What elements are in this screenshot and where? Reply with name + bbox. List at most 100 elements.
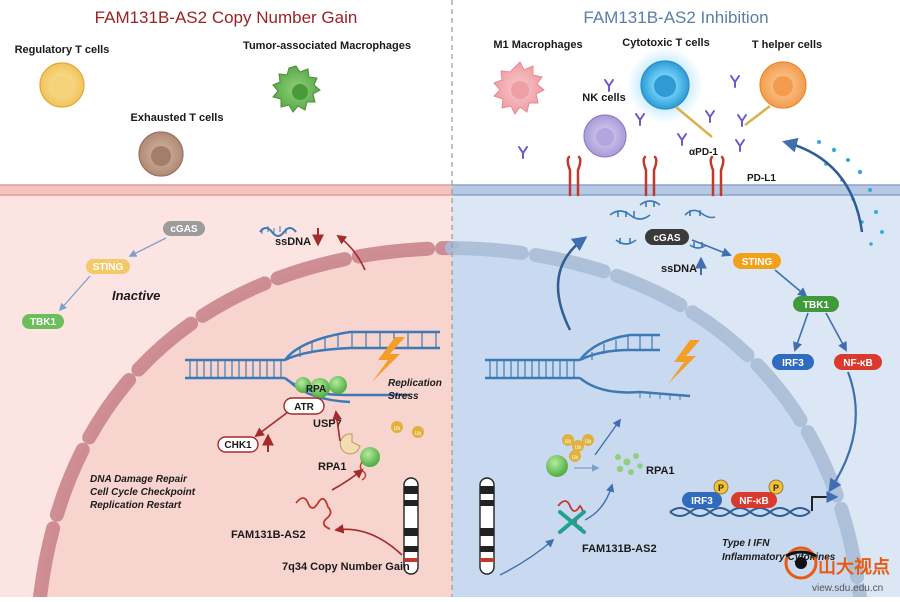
th-pd1-link <box>744 105 771 126</box>
inactive-label: Inactive <box>112 288 160 303</box>
copy-number-gain-label: 7q34 Copy Number Gain <box>282 561 410 573</box>
svg-text:Ub: Ub <box>415 431 422 437</box>
left-ssdna-release-arrow <box>336 234 366 271</box>
inflammatory-cytokines-label: Inflammatory Cytokines <box>722 552 836 563</box>
right-lightning-icon <box>668 340 700 384</box>
regulatory-t-cell-icon <box>39 62 85 108</box>
right-cell-membrane <box>452 184 900 196</box>
right-nfkb-pill: NF-κB <box>834 354 882 370</box>
nuclear-translocation-arrow <box>828 371 857 493</box>
left-replication-fork <box>185 330 440 404</box>
outcome-2: Cell Cycle Checkpoint <box>90 487 196 498</box>
right-irf3-pill: IRF3 <box>772 354 814 370</box>
outcome-3: Replication Restart <box>90 500 182 511</box>
phospho-icon-1: P <box>713 479 729 495</box>
pdl1-label: PD-L1 <box>747 173 776 184</box>
left-sting-pill: STING <box>86 259 130 274</box>
right-nucleus <box>445 241 867 602</box>
chromosome-lnc-right-arrow <box>499 538 555 576</box>
right-cgas-pill: cGAS <box>645 229 689 245</box>
left-lnc-label: FAM131B-AS2 <box>231 529 306 541</box>
t-helper-cell-icon <box>759 61 807 109</box>
usp7-rpa-arrow <box>332 410 342 442</box>
tbk1-irf3-arrow <box>793 312 809 352</box>
right-panel-title: FAM131B-AS2 Inhibition <box>583 8 768 27</box>
right-tbk1-pill: TBK1 <box>793 296 839 312</box>
transcription-start-arrow <box>811 491 839 511</box>
right-replication-fork <box>485 333 691 400</box>
svg-text:CHK1: CHK1 <box>224 440 252 451</box>
pdl1-receptors <box>566 155 725 197</box>
usp7-label: USP7 <box>313 418 342 430</box>
svg-text:Ub: Ub <box>585 439 592 445</box>
right-ssdna-cluster <box>609 200 716 249</box>
left-atr-pill: ATR <box>283 397 325 415</box>
right-irf3-bound-pill: IRF3 <box>682 492 722 508</box>
t-helper-cells-label: T helper cells <box>752 39 822 51</box>
m1-macrophage-label: M1 Macrophages <box>493 39 582 51</box>
lightning-icon <box>372 337 405 382</box>
fork-ssdna-arrow <box>556 236 588 331</box>
nk-cells-label: NK cells <box>582 92 625 104</box>
ubiquitin-icons-left: Ub Ub <box>391 421 424 438</box>
tbk1-nfkb-arrow <box>825 312 847 352</box>
right-ssdna-label: ssDNA <box>661 263 697 275</box>
left-rpa1-icon <box>359 447 380 481</box>
svg-text:STING: STING <box>742 257 773 268</box>
watermark-brand: 山大视点 <box>818 556 890 577</box>
atr-chk1-arrow <box>254 411 289 438</box>
left-tbk1-pill: TBK1 <box>22 314 64 329</box>
left-rpa-complex <box>295 376 347 398</box>
right-rpa1-icon <box>546 455 568 477</box>
cytokine-release-arrow <box>782 137 864 233</box>
left-rpa-label: RPA <box>306 384 326 395</box>
outcome-1: DNA Damage Repair <box>90 474 188 485</box>
rpa1-fragments <box>615 453 643 475</box>
chk1-pill: CHK1 <box>217 436 259 453</box>
left-sting-tbk1-arrow <box>58 275 91 312</box>
left-rpa1-label: RPA1 <box>318 461 347 473</box>
tam-label: Tumor-associated Macrophages <box>243 40 411 52</box>
svg-text:TBK1: TBK1 <box>30 317 57 328</box>
lnc-rpa1-right-arrow <box>584 483 615 521</box>
left-cgas-pill: cGAS <box>163 221 205 236</box>
watermark-logo <box>784 546 818 580</box>
svg-text:Ub: Ub <box>572 455 579 461</box>
right-chromosome-icon <box>479 477 495 575</box>
right-sting-pill: STING <box>733 253 781 269</box>
cgas-sting-arrow <box>691 239 732 257</box>
left-cgas-sting-arrow <box>128 237 167 257</box>
svg-text:Ub: Ub <box>575 445 582 451</box>
left-ssdna-icon <box>259 226 297 237</box>
svg-text:Ub: Ub <box>394 426 401 432</box>
svg-text:cGAS: cGAS <box>653 233 681 244</box>
m1-macrophage-icon <box>493 61 545 115</box>
left-panel-title: FAM131B-AS2 Copy Number Gain <box>95 8 358 27</box>
nk-cell-icon <box>583 114 627 158</box>
svg-text:cGAS: cGAS <box>170 224 198 235</box>
left-ssdna-label: ssDNA <box>275 236 311 248</box>
rpa1-fork-arrow <box>594 418 621 456</box>
left-cell-membrane <box>0 184 452 196</box>
type-i-ifn-label: Type I IFN <box>722 538 770 549</box>
svg-text:IRF3: IRF3 <box>782 358 804 369</box>
left-chromosome-icon <box>403 477 419 575</box>
phospho-icon-2: P <box>768 479 784 495</box>
ctl-pd1-link <box>675 106 713 138</box>
svg-text:TBK1: TBK1 <box>803 300 830 311</box>
svg-text:STING: STING <box>93 262 124 273</box>
gain-lnc-arrow <box>334 524 403 556</box>
ubiquitin-chain-right: Ub Ub Ub Ub <box>562 434 594 462</box>
svg-text:Ub: Ub <box>565 439 572 445</box>
right-lnc-label: FAM131B-AS2 <box>582 543 657 555</box>
left-nucleus <box>33 241 459 602</box>
svg-text:IRF3: IRF3 <box>691 496 713 507</box>
apd1-label: αPD-1 <box>689 147 718 158</box>
left-lncrna-icon <box>295 497 332 530</box>
usp7-icon <box>339 433 361 455</box>
cytotoxic-t-cells-label: Cytotoxic T cells <box>622 37 709 49</box>
right-nfkb-bound-pill: NF-κB <box>731 492 777 508</box>
svg-text:ATR: ATR <box>294 402 315 413</box>
